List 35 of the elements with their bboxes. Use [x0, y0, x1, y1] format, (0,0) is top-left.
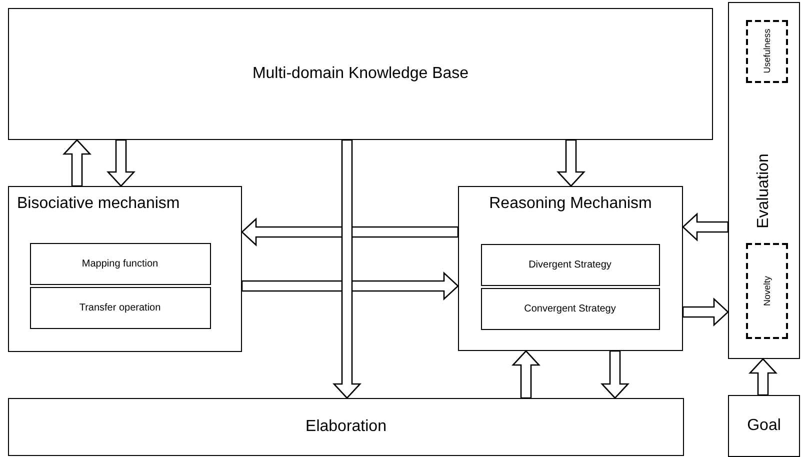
node-label: Mapping function — [82, 258, 158, 269]
node-label: Elaboration — [306, 418, 386, 436]
criterion-box — [746, 242, 788, 338]
node-label: Multi-domain Knowledge Base — [252, 65, 469, 83]
criterion-box — [746, 20, 788, 82]
mechanism-box — [8, 186, 242, 352]
mechanism-box — [458, 186, 683, 351]
block-arrow — [332, 139, 362, 399]
node-label: Reasoning Mechanism — [489, 195, 652, 213]
node-label: Convergent Strategy — [524, 303, 616, 314]
strategy-box — [480, 288, 660, 330]
elaboration-box — [8, 398, 684, 456]
strategy-box — [480, 244, 660, 286]
block-arrow — [512, 350, 540, 399]
block-arrow — [241, 218, 459, 246]
node-label: Bisociative mechanism — [17, 195, 180, 213]
block-arrow — [556, 139, 586, 187]
evaluation-box — [728, 2, 800, 359]
function-box — [30, 242, 210, 284]
block-arrow — [682, 298, 729, 326]
block-arrow — [62, 139, 92, 187]
block-arrow — [241, 272, 459, 300]
node-label: Novelty — [762, 276, 772, 306]
node-label: Transfer operation — [79, 302, 161, 313]
node-label: Usefulness — [762, 28, 772, 74]
block-arrow — [106, 139, 136, 187]
goal-box — [728, 395, 800, 457]
node-label: Evaluation — [755, 153, 773, 228]
block-arrow — [600, 350, 630, 399]
node-label: Divergent Strategy — [528, 259, 612, 270]
node-label: Goal — [747, 417, 781, 435]
block-arrow — [682, 212, 729, 242]
block-arrow — [748, 358, 778, 396]
function-box — [30, 286, 210, 328]
knowledge-base-box — [8, 8, 713, 140]
